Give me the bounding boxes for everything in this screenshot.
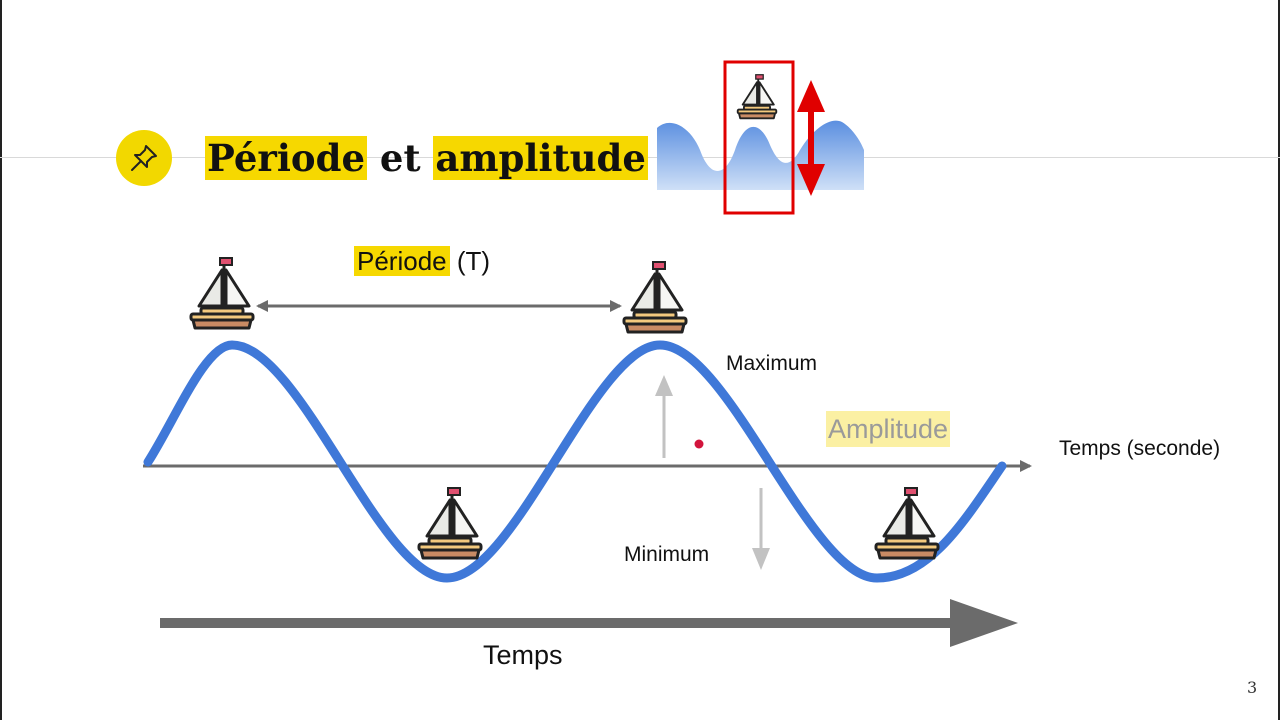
- pushpin-badge: [116, 130, 172, 186]
- sine-wave: [143, 340, 1007, 583]
- time-arrowhead: [950, 599, 1018, 647]
- title-connector: et: [367, 136, 434, 180]
- red-up-arrowhead: [797, 80, 825, 112]
- red-down-arrowhead: [797, 164, 825, 196]
- time-arrow-label: Temps: [483, 640, 563, 670]
- amplitude-up-arrow: [655, 375, 673, 458]
- sailboat-icon: [622, 260, 688, 334]
- title-highlight-periode: Période: [205, 136, 368, 180]
- pushpin-icon: [131, 145, 157, 171]
- page-title: Période et amplitude: [205, 132, 648, 184]
- title-highlight-amplitude: amplitude: [433, 136, 648, 180]
- wave-thumbnail: [657, 60, 864, 215]
- thumbnail-sailboat-icon: [736, 73, 778, 120]
- maximum-label: Maximum: [726, 352, 818, 375]
- period-label: Période (T): [354, 243, 490, 279]
- sailboat-icon: [417, 486, 483, 560]
- sailboat-icon: [189, 256, 255, 330]
- minimum-label: Minimum: [624, 543, 710, 566]
- amplitude-label: Amplitude: [826, 411, 951, 447]
- sailboat-icon: [874, 486, 940, 560]
- period-label-rest: (T): [449, 246, 491, 276]
- amplitude-down-arrow: [752, 488, 770, 570]
- pointer-dot: [694, 439, 704, 449]
- page-number: 3: [1247, 678, 1258, 697]
- period-label-highlight: Période: [354, 246, 450, 276]
- axis-label: Temps (seconde): [1059, 437, 1221, 460]
